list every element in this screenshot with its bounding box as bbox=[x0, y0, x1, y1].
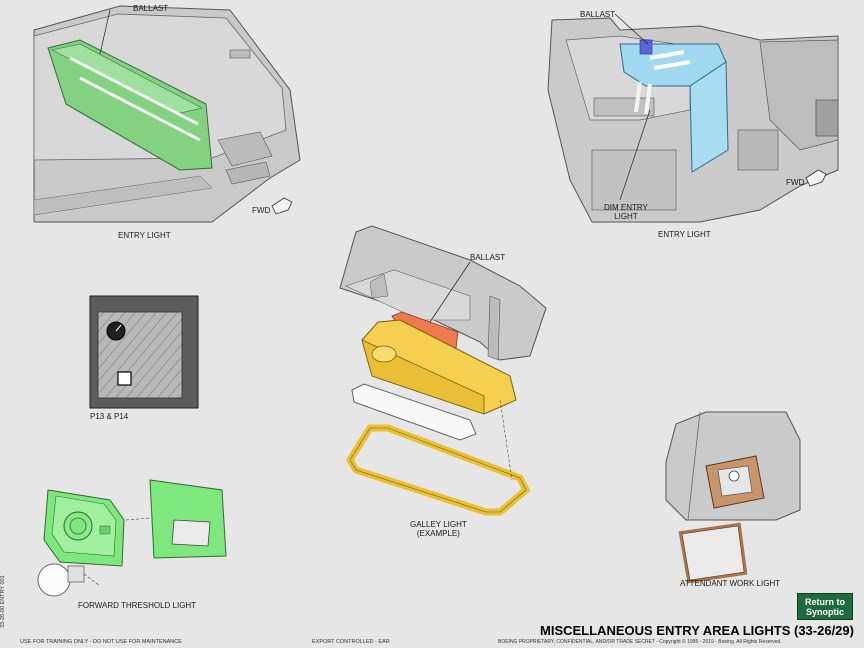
galley-light-illustration bbox=[339, 225, 547, 516]
fwd-label-right: FWD bbox=[786, 178, 805, 187]
ballast-label-center: BALLAST bbox=[470, 253, 506, 262]
footer-export-note: EXPORT CONTROLLED - EAR bbox=[312, 639, 390, 645]
galley-light-label: GALLEY LIGHT (EXAMPLE) bbox=[410, 520, 467, 538]
return-button-line1: Return to bbox=[805, 596, 845, 607]
forward-threshold-light-label: FORWARD THRESHOLD LIGHT bbox=[78, 601, 197, 610]
fwd-label-left: FWD bbox=[252, 206, 271, 215]
entry-light-right-illustration bbox=[547, 13, 839, 223]
dim-entry-light-label: DIM ENTRY LIGHT bbox=[604, 203, 648, 221]
galley-light-lens bbox=[351, 383, 477, 441]
ballast-label-left: BALLAST bbox=[133, 4, 169, 13]
fwd-arrow-right-icon bbox=[805, 169, 827, 187]
attendant-work-light-illustration bbox=[665, 411, 801, 584]
return-to-synoptic-button[interactable]: Return to Synoptic bbox=[797, 593, 853, 620]
attendant-work-light-label: ATTENDANT WORK LIGHT bbox=[680, 579, 781, 588]
p13-p14-illustration bbox=[89, 295, 199, 409]
return-button-line2: Synoptic bbox=[805, 606, 844, 617]
forward-threshold-light-illustration bbox=[37, 479, 227, 597]
fwd-arrow-left-icon bbox=[271, 197, 293, 215]
threshold-light-cover bbox=[149, 479, 227, 559]
threshold-bulb bbox=[37, 563, 71, 597]
panel-indicator bbox=[117, 371, 132, 386]
ballast-label-right: BALLAST bbox=[580, 10, 616, 19]
side-code: 33-26-00 ENTRY 001 bbox=[0, 575, 6, 628]
entry-light-label-left: ENTRY LIGHT bbox=[118, 231, 171, 240]
entry-light-left-illustration bbox=[33, 5, 301, 223]
page-title: MISCELLANEOUS ENTRY AREA LIGHTS (33-26/2… bbox=[540, 623, 854, 638]
p13-p14-label: P13 & P14 bbox=[90, 412, 129, 421]
footer-training-note: USE FOR TRAINING ONLY - DO NOT USE FOR M… bbox=[20, 639, 182, 645]
footer-copyright: BOEING PROPRIETARY, CONFIDENTIAL, AND/OR… bbox=[498, 639, 782, 645]
entry-light-label-right: ENTRY LIGHT bbox=[658, 230, 711, 239]
